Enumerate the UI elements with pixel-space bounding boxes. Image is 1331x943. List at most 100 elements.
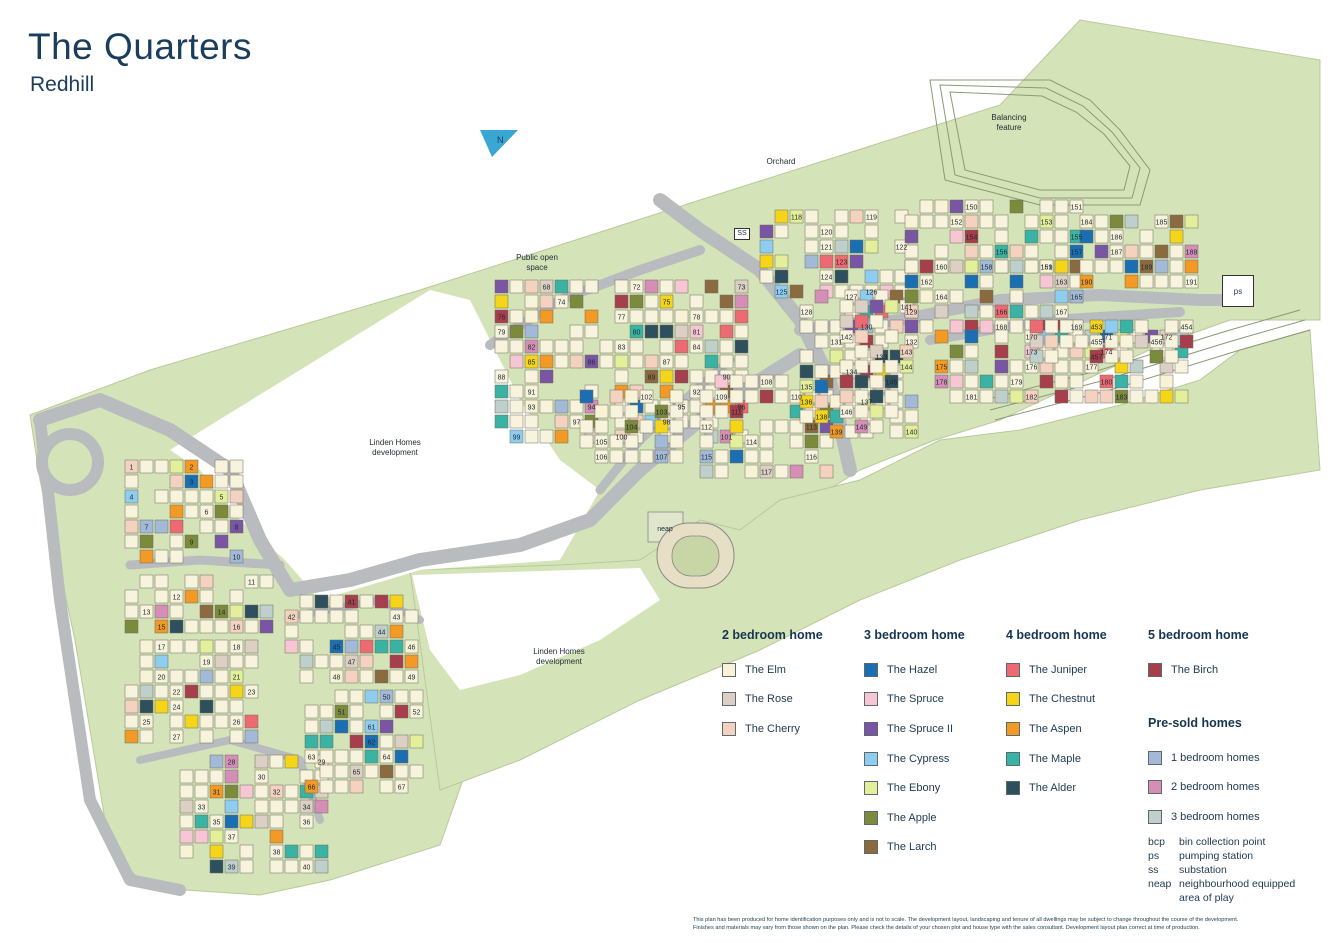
plot-block	[154, 549, 169, 564]
plot-block	[319, 764, 334, 779]
plot-block	[359, 624, 374, 639]
plot-block	[184, 504, 199, 519]
plot-block	[674, 369, 689, 384]
plot-block	[1039, 259, 1054, 274]
plot-block	[214, 669, 229, 684]
plot-block	[254, 814, 269, 829]
plot-block	[154, 589, 169, 604]
plot-block	[334, 719, 349, 734]
plot-block	[979, 274, 994, 289]
plot-block	[169, 534, 184, 549]
plot-block	[864, 224, 879, 239]
plot-block	[314, 594, 329, 609]
plot-block	[1184, 214, 1199, 229]
plot-number: 128	[801, 310, 813, 317]
plot-block	[169, 459, 184, 474]
plot-block	[524, 384, 539, 399]
plot-block	[214, 474, 229, 489]
plot-block	[229, 474, 244, 489]
plot-block	[879, 269, 894, 284]
plot-block	[949, 359, 964, 374]
linden-areas	[170, 290, 660, 690]
plot-number: 78	[693, 315, 701, 322]
plot-block	[1124, 259, 1139, 274]
plot-block	[394, 749, 409, 764]
plot-block	[979, 374, 994, 389]
plot-block	[259, 574, 274, 589]
plot-block	[1124, 214, 1139, 229]
plot-number: 131	[831, 340, 843, 347]
plot-block	[729, 404, 744, 419]
plot-block	[704, 339, 719, 354]
plot-number: 97	[573, 420, 581, 427]
plot-block	[1069, 289, 1084, 304]
plot-block	[229, 714, 244, 729]
plot-number: 96	[738, 405, 746, 412]
plot-block	[179, 814, 194, 829]
plot-block	[789, 434, 804, 449]
plot-block	[964, 329, 979, 344]
plot-block	[714, 389, 729, 404]
plot-block	[329, 639, 344, 654]
plot-number: 83	[618, 345, 626, 352]
plot-block	[299, 669, 314, 684]
plot-block	[494, 279, 509, 294]
plot-number: 145	[886, 380, 898, 387]
plot-block	[229, 589, 244, 604]
plot-block	[1164, 319, 1179, 334]
plot-block	[509, 354, 524, 369]
substation-label: SS	[734, 228, 750, 240]
plot-block	[124, 489, 139, 504]
plot-block	[229, 549, 244, 564]
plot-number: 3	[190, 480, 194, 487]
plot-block	[214, 684, 229, 699]
plot-block	[154, 639, 169, 654]
plot-block	[1134, 319, 1149, 334]
legend-swatch	[722, 692, 736, 707]
plot-block	[209, 769, 224, 784]
plot-block	[214, 459, 229, 474]
plot-block	[299, 594, 314, 609]
plot-block	[239, 844, 254, 859]
plot-number: 1	[130, 465, 134, 472]
plot-block	[1079, 259, 1094, 274]
plot-block	[579, 419, 594, 434]
plot-block	[229, 459, 244, 474]
plot-block	[214, 619, 229, 634]
page-title: The Quarters	[28, 26, 252, 67]
plot-block	[244, 604, 259, 619]
plot-block	[214, 504, 229, 519]
plot-number: 64	[383, 755, 391, 762]
plot-number: 106	[596, 455, 608, 462]
plot-number: 172	[1161, 335, 1173, 342]
plot-block	[1159, 374, 1174, 389]
plot-block	[904, 394, 919, 409]
plot-block	[259, 619, 274, 634]
plot-number: 152	[951, 220, 963, 227]
plot-block	[674, 309, 689, 324]
plot-block	[839, 359, 854, 374]
plot-number: 79	[498, 330, 506, 337]
plot-block	[1139, 244, 1154, 259]
plot-block	[884, 389, 899, 404]
plot-block	[644, 279, 659, 294]
plot-number: 32	[273, 790, 281, 797]
plot-block	[524, 309, 539, 324]
legend-swatch	[1006, 751, 1020, 766]
plot-block	[1024, 244, 1039, 259]
legend-label: The Aspen	[1029, 722, 1082, 735]
plot-number: 44	[378, 630, 386, 637]
plot-block	[1039, 229, 1054, 244]
plot-block	[674, 324, 689, 339]
plot-block	[1059, 319, 1074, 334]
plot-block	[624, 389, 639, 404]
plot-block	[1169, 229, 1184, 244]
plot-block	[839, 329, 854, 344]
plot-block	[209, 844, 224, 859]
plot-block	[689, 369, 704, 384]
plot-number: 31	[213, 790, 221, 797]
plot-block	[579, 389, 594, 404]
plot-block	[834, 269, 849, 284]
plot-block	[1154, 274, 1169, 289]
plot-block	[229, 504, 244, 519]
